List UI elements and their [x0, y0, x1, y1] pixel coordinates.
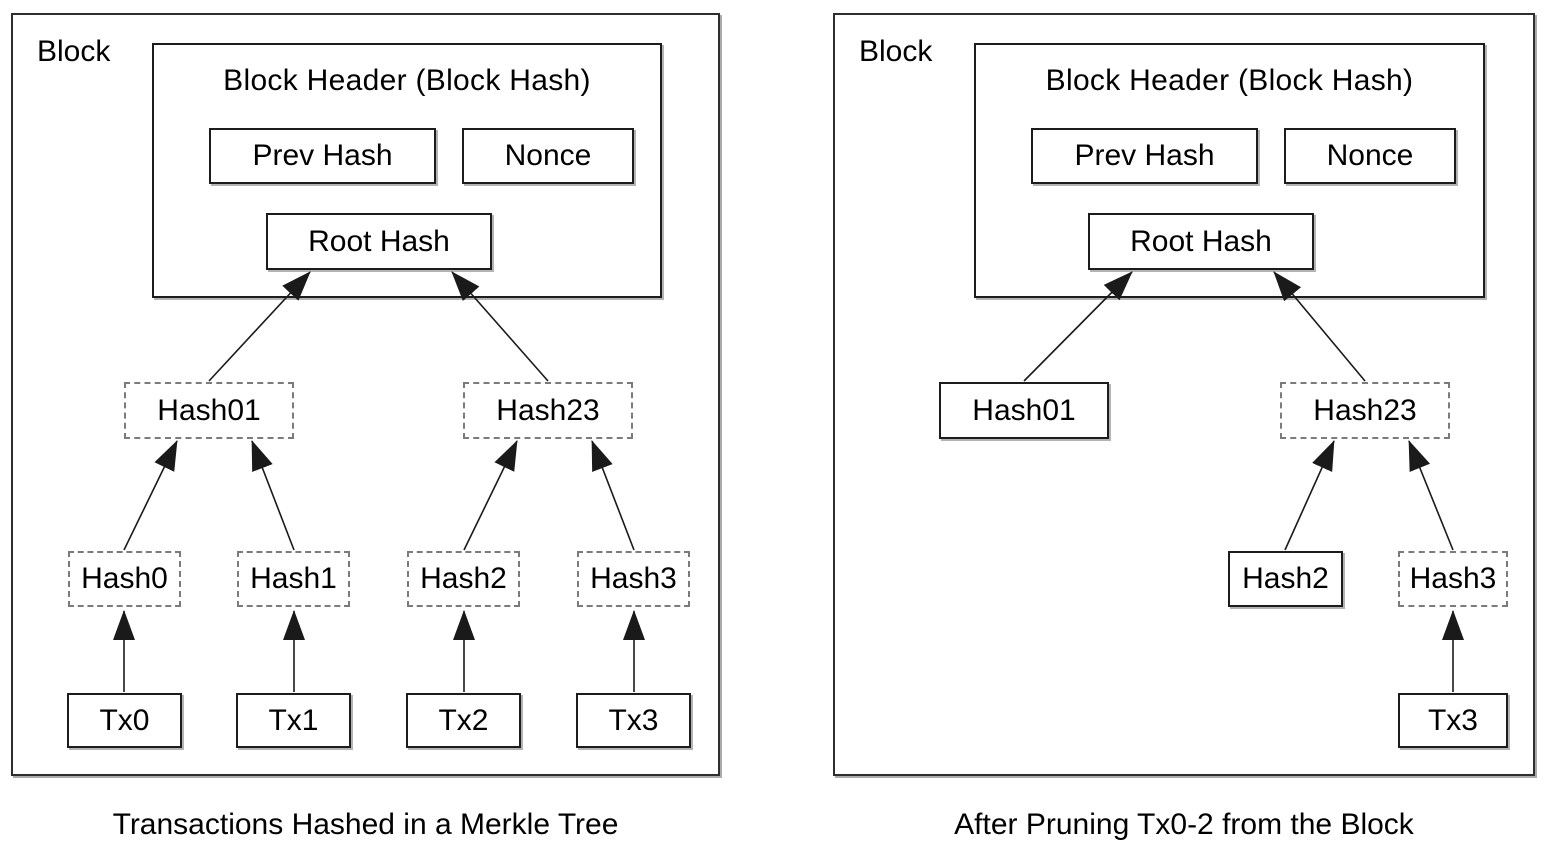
block-label-right: Block: [859, 35, 933, 68]
node-hash23-right: Hash23: [1280, 382, 1450, 439]
node-hash3-left: Hash3: [577, 551, 690, 607]
caption-left: Transactions Hashed in a Merkle Tree: [112, 808, 619, 841]
node-hash23-left: Hash23: [463, 382, 633, 439]
node-tx2-left: Tx2: [406, 693, 521, 748]
block-panel-left: [11, 13, 720, 776]
block-header-box-right: [974, 43, 1485, 298]
node-tx1-left: Tx1: [236, 693, 351, 748]
prev-hash-box-left: Prev Hash: [209, 128, 436, 184]
node-hash0-left: Hash0: [68, 551, 181, 607]
root-hash-box-right: Root Hash: [1088, 213, 1314, 270]
block-header-title-right: Block Header (Block Hash): [1045, 64, 1414, 97]
node-tx0-left: Tx0: [67, 693, 182, 748]
root-hash-box-left: Root Hash: [266, 213, 492, 270]
nonce-box-right: Nonce: [1284, 128, 1456, 184]
node-hash01-left: Hash01: [124, 382, 294, 439]
caption-right: After Pruning Tx0-2 from the Block: [954, 808, 1414, 841]
block-header-title-left: Block Header (Block Hash): [223, 64, 591, 97]
block-panel-right: [833, 13, 1535, 776]
node-hash2-right: Hash2: [1228, 551, 1343, 607]
node-hash1-left: Hash1: [237, 551, 350, 607]
node-hash3-right: Hash3: [1398, 551, 1508, 607]
node-hash2-left: Hash2: [407, 551, 520, 607]
block-label-left: Block: [37, 35, 111, 68]
node-hash01-right: Hash01: [939, 382, 1109, 439]
block-header-box-left: [152, 43, 662, 298]
node-tx3-right: Tx3: [1398, 693, 1508, 748]
nonce-box-left: Nonce: [462, 128, 634, 184]
node-tx3-left: Tx3: [576, 693, 691, 748]
prev-hash-box-right: Prev Hash: [1031, 128, 1258, 184]
